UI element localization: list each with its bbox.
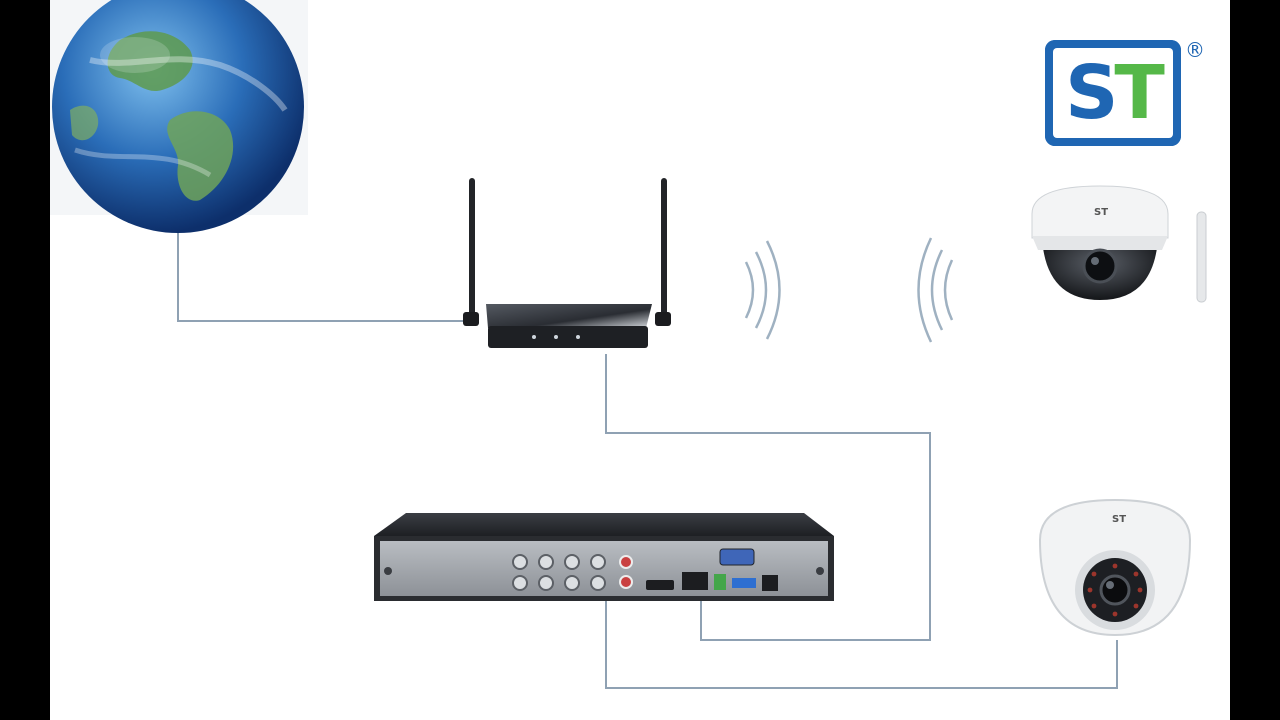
dome-camera-brand-mark: ST: [1112, 514, 1127, 525]
wifi-camera: [1031, 185, 1207, 303]
logo-letter-t: T: [1114, 50, 1165, 136]
cable-nvr-dome-camera: [605, 600, 1118, 689]
logo-letter-s: S: [1065, 50, 1118, 136]
vga-port: [719, 548, 755, 566]
connection-lines: [177, 222, 1118, 689]
registered-mark: ®: [1185, 38, 1205, 62]
cable-router-nvr: [605, 354, 931, 641]
internet-globe-icon: [50, 0, 308, 233]
usb-port: [732, 578, 756, 588]
camera-antenna: [1196, 211, 1207, 303]
diagram-canvas: [50, 0, 1207, 689]
wifi-router: [463, 178, 671, 348]
bnc-connectors: [512, 554, 606, 591]
network-video-recorder: [374, 513, 834, 601]
router-antenna-left: [469, 178, 475, 318]
wifi-signal-icon: [744, 237, 954, 343]
cable-internet-router: [177, 222, 470, 322]
ethernet-port: [682, 572, 708, 590]
router-antenna-right: [661, 178, 667, 318]
hdmi-port: [646, 580, 674, 590]
power-port: [762, 575, 778, 591]
wifi-camera-brand-mark: ST: [1094, 207, 1109, 218]
dome-camera: [1038, 498, 1192, 637]
